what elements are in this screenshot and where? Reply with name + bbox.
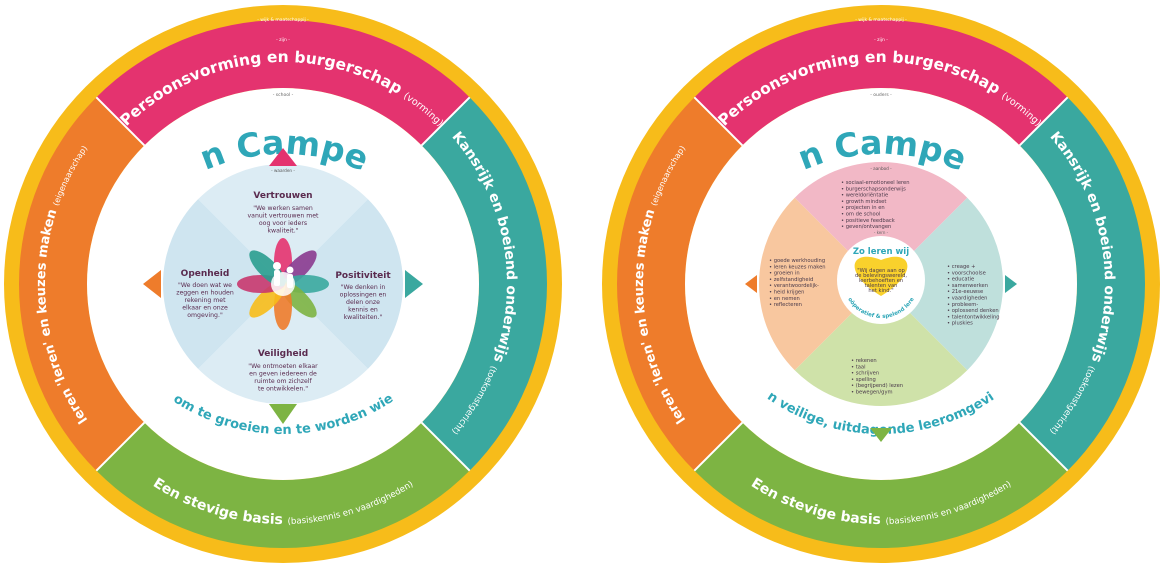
band-divider bbox=[95, 421, 146, 472]
list-bottom: • rekenen• taal• schrijven• spelling• (b… bbox=[851, 358, 903, 396]
school-label: - ouders - bbox=[870, 92, 892, 98]
list-right: • creage +• voorschoolse• educatie• same… bbox=[947, 264, 1000, 327]
list-item: • en nemen bbox=[769, 296, 800, 302]
list-item: • heid krijgen bbox=[769, 290, 804, 296]
quadrant-bottom bbox=[794, 284, 968, 406]
list-item: • voorschoolse bbox=[947, 270, 986, 276]
arrow-right bbox=[1005, 275, 1017, 293]
list-item: • 21e-eeuwse bbox=[947, 289, 983, 295]
values-wheel: - wijk & maatschappij - - zijn - - school … bbox=[3, 4, 563, 564]
list-item: • oplossend denken bbox=[947, 308, 999, 314]
band-right bbox=[421, 97, 547, 471]
arrow-top bbox=[269, 148, 297, 166]
quadrant-left bbox=[759, 197, 881, 371]
quadrant-top bbox=[794, 162, 968, 284]
band-left bbox=[617, 97, 743, 471]
quadrant-title-right: Positiviteit bbox=[335, 271, 391, 281]
arrow-left bbox=[745, 275, 757, 293]
quadrant-title-bottom: Veiligheid bbox=[258, 349, 308, 359]
learning-wheel: - wijk & maatschappij - - zijn - - ouders … bbox=[601, 4, 1161, 564]
quadrant-title-top: Vertrouwen bbox=[253, 191, 312, 201]
core-label: - kern - bbox=[874, 230, 889, 235]
band-divider bbox=[693, 421, 744, 472]
list-left: • goede werkhouding• leren keuzes maken•… bbox=[769, 258, 826, 308]
school-label: - school - bbox=[273, 92, 294, 98]
arrow-label: - waarden - bbox=[271, 168, 295, 173]
inner-label: - aanbod - bbox=[870, 166, 892, 171]
list-item: • educatie bbox=[947, 277, 974, 283]
band-divider bbox=[1018, 96, 1069, 147]
list-item: • schrijven bbox=[851, 371, 879, 377]
arrow-bottom bbox=[269, 404, 297, 424]
band-bottom bbox=[694, 422, 1068, 548]
list-item: • talentontwikkeling bbox=[947, 314, 1000, 320]
list-item: • goede werkhouding bbox=[769, 258, 825, 264]
list-item: • taal bbox=[851, 364, 866, 370]
core-title: Zo leren wij bbox=[853, 247, 909, 257]
arrow-right bbox=[405, 270, 423, 298]
band-divider bbox=[95, 96, 146, 147]
top-label: - wijk & maatschappij - bbox=[257, 17, 309, 23]
list-item: • projecten in en bbox=[841, 205, 885, 211]
band-left bbox=[19, 97, 145, 471]
ring-label: - zijn - bbox=[874, 37, 888, 43]
child-icon bbox=[287, 274, 293, 288]
value-quadrant bbox=[198, 164, 368, 284]
list-item: • geven/ontvangen bbox=[841, 224, 891, 230]
band-top bbox=[96, 20, 470, 146]
list-item: • reflecteren bbox=[769, 302, 802, 308]
quadrant-title-left: Openheid bbox=[181, 269, 230, 279]
list-item: • zelfstandigheid bbox=[769, 277, 813, 283]
list-item: • groeien in bbox=[769, 271, 800, 277]
band-divider bbox=[420, 421, 471, 472]
band-divider bbox=[1018, 421, 1069, 472]
learning-wheel-graphic: - wijk & maatschappij - - zijn - - ouders … bbox=[601, 4, 1160, 563]
list-item: • burgerschapsonderwijs bbox=[841, 186, 906, 192]
list-item: • spelling bbox=[851, 377, 876, 383]
value-quadrant bbox=[283, 199, 404, 369]
value-quadrant bbox=[198, 284, 368, 405]
list-item: • (begrijpend) lezen bbox=[851, 383, 903, 389]
values-wheel-graphic: - wijk & maatschappij - - zijn - - school … bbox=[3, 4, 562, 563]
list-item: • sociaal-emotioneel leren bbox=[841, 180, 910, 186]
list-item: • rekenen bbox=[851, 358, 877, 364]
band-bottom bbox=[96, 422, 470, 548]
top-label: - wijk & maatschappij - bbox=[855, 17, 907, 23]
arrow-left bbox=[143, 270, 161, 298]
list-item: • pluskies bbox=[947, 321, 973, 327]
band-top bbox=[694, 20, 1068, 146]
list-item: • creage + bbox=[947, 264, 975, 270]
child-icon bbox=[274, 270, 280, 286]
list-item: • verantwoordelijk- bbox=[769, 283, 819, 289]
value-quadrant bbox=[163, 199, 283, 369]
arrow-bottom bbox=[870, 428, 892, 442]
quadrant-right bbox=[881, 197, 1003, 371]
band-right bbox=[1019, 97, 1145, 471]
band-divider bbox=[693, 96, 744, 147]
list-item: • wereldoriëntatie bbox=[841, 193, 888, 199]
list-item: • probleem- bbox=[947, 302, 978, 308]
child-icon bbox=[273, 262, 281, 270]
list-item: • leren keuzes maken bbox=[769, 264, 826, 270]
list-top: • sociaal-emotioneel leren• burgerschaps… bbox=[841, 180, 910, 230]
list-item: • samenwerken bbox=[947, 283, 988, 289]
ring-label: - zijn - bbox=[276, 37, 290, 43]
list-item: • om de school bbox=[841, 212, 880, 218]
list-item: • growth mindset bbox=[841, 199, 886, 205]
child-icon bbox=[286, 266, 294, 274]
band-divider bbox=[420, 96, 471, 147]
list-item: • vaardigheden bbox=[947, 296, 987, 302]
heart-icon bbox=[854, 256, 908, 296]
list-item: • bewegen/gym bbox=[851, 390, 893, 396]
list-item: • positieve feedback bbox=[841, 218, 895, 224]
